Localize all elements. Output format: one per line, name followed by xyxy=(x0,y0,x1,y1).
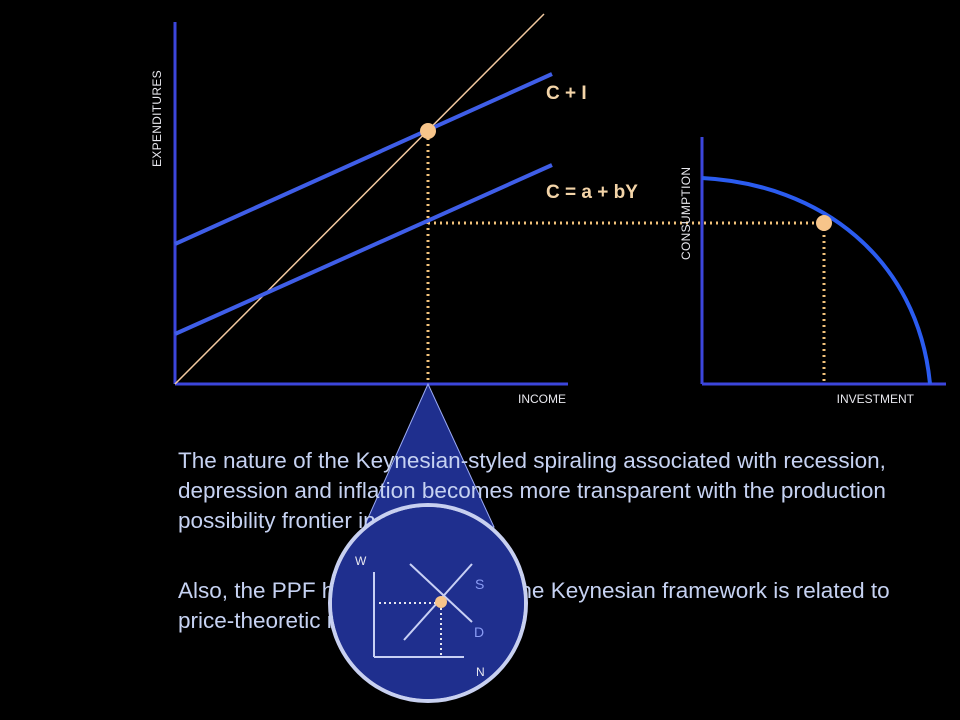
production-possibility-frontier: CONSUMPTION INVESTMENT xyxy=(679,137,946,406)
lm-y-axis-label: W xyxy=(355,554,367,568)
ppf-curve xyxy=(701,176,932,385)
keynesian-cross: EXPENDITURES INCOME C + I C = a + bY xyxy=(150,13,824,406)
kc-total-line-label: C + I xyxy=(546,83,587,104)
lm-demand-line xyxy=(409,563,473,623)
kc-y-axis-label: EXPENDITURES xyxy=(150,70,164,167)
kc-consumption-line xyxy=(174,163,553,336)
kc-total-expenditure-line xyxy=(174,72,553,246)
lm-x-axis-label: N xyxy=(476,665,485,679)
kc-45-degree-line xyxy=(174,13,545,385)
explanation-paragraph-2: Also, the PPF helps to show how the Keyn… xyxy=(178,578,890,633)
lm-demand-label: D xyxy=(474,624,484,640)
lm-equilibrium-point xyxy=(435,596,447,608)
lm-supply-label: S xyxy=(475,576,484,592)
ppf-y-axis-label: CONSUMPTION xyxy=(679,167,693,260)
ppf-x-axis-label: INVESTMENT xyxy=(837,392,915,406)
kc-consumption-line-label: C = a + bY xyxy=(546,182,638,203)
labor-market-diagram: W N S D xyxy=(332,507,524,699)
magnifier-face xyxy=(332,507,524,699)
ppf-point xyxy=(816,215,832,231)
kc-x-axis-label: INCOME xyxy=(518,392,566,406)
kc-equilibrium-point xyxy=(420,123,436,139)
explanation-paragraph-1: The nature of the Keynesian-styled spira… xyxy=(178,448,886,533)
